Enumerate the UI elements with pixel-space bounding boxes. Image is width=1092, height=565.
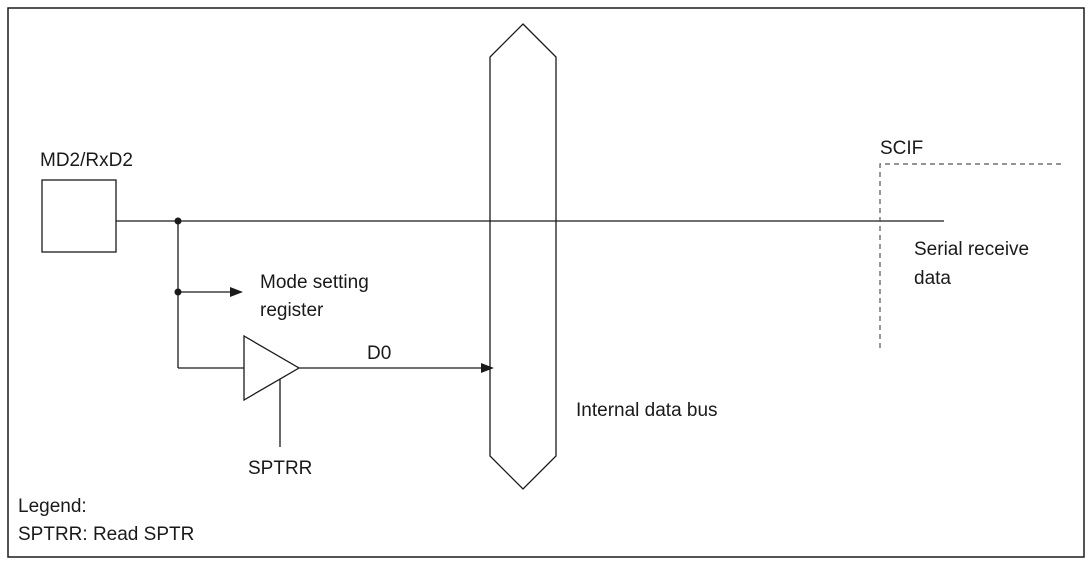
- scif-label: SCIF: [880, 138, 923, 159]
- pin-box: [41, 179, 117, 253]
- diagram-frame: [7, 7, 1085, 558]
- internal-data-bus: [489, 23, 557, 490]
- scif-boundary: [879, 163, 1062, 348]
- tristate-buffer: [243, 334, 301, 402]
- d0-label: D0: [367, 343, 391, 364]
- mode-arrowhead: [230, 287, 243, 297]
- legend-title: Legend:: [18, 496, 87, 517]
- bus-label: Internal data bus: [576, 400, 718, 421]
- pin-label: MD2/RxD2: [40, 150, 133, 171]
- serial-label-line2: data: [914, 268, 951, 289]
- sptrr-label: SPTRR: [248, 458, 312, 479]
- serial-label-line1: Serial receive: [914, 239, 1029, 260]
- d0-arrowhead: [481, 363, 494, 373]
- mode-label-line1: Mode setting: [260, 272, 369, 293]
- mode-label-line2: register: [260, 300, 324, 321]
- legend-entry: SPTRR: Read SPTR: [18, 524, 194, 545]
